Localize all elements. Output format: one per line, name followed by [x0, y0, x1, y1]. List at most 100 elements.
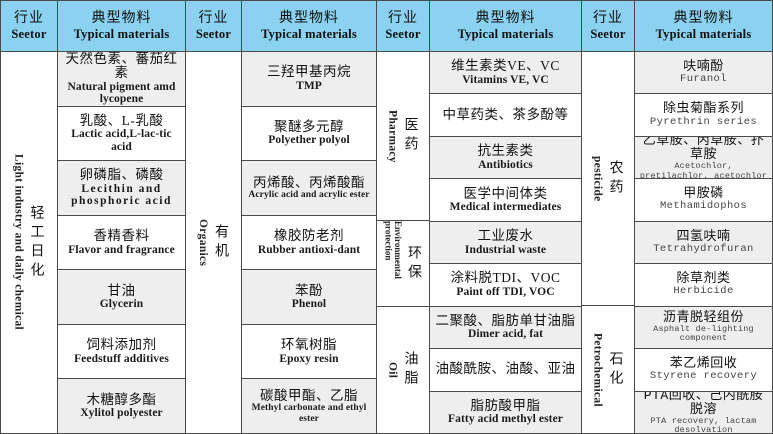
header-sector-cn: 行业	[593, 11, 623, 27]
header-sector-en: Seetor	[590, 26, 626, 41]
material-cell: 甘油 Glycerin	[58, 270, 185, 325]
material-cn: 碳酸甲酯、乙脂	[260, 387, 358, 403]
header-sector-en: Seetor	[11, 26, 47, 41]
materials-column-1: 典型物料 Typical materials 天然色素、蕃茄红素 Natural…	[57, 0, 185, 434]
material-en: Fatty acid methyl ester	[447, 413, 564, 426]
material-en: Glycerin	[99, 298, 144, 311]
sector-body-2: 有机 Organics	[185, 52, 241, 434]
sector-cn-light-industry: 轻工日化	[28, 204, 44, 281]
material-cn: 三羟甲基丙烷	[267, 64, 351, 80]
material-cn: PTA回收、己内酰胺脱溶	[643, 391, 764, 418]
material-en: Furanol	[680, 73, 727, 86]
material-cell: 三羟甲基丙烷 TMP	[242, 52, 376, 107]
sector-cn-pharmacy: 医药	[402, 117, 418, 156]
material-cell: 除草剂类 Herbicide	[635, 264, 772, 307]
material-en: TMP	[296, 79, 322, 92]
material-en: Flavor and fragrance	[68, 243, 175, 256]
sector-cn-pesticide: 农药	[607, 159, 623, 198]
material-cn: 除草剂类	[676, 271, 731, 287]
sector-cell-pesticide: 农药 pesticide	[582, 52, 634, 307]
material-cell: 除虫菊酯系列 Pyrethrin series	[635, 94, 772, 137]
material-cn: 香精香料	[93, 228, 150, 244]
material-cn: 涂料脱TDI、VOC	[450, 270, 561, 286]
sector-cn-organics: 有机	[213, 223, 228, 262]
material-cell: 苯乙烯回收 Styrene recovery	[635, 349, 772, 392]
header-materials-cn: 典型物料	[673, 11, 734, 27]
header-sector-2: 行业 Seetor	[185, 0, 241, 52]
material-cell: 维生素类VE、VC Vitamins VE, VC	[430, 52, 581, 95]
material-cell: 饲料添加剂 Feedstuff additives	[58, 324, 185, 380]
sector-en-petrochemical: Petrochemical	[591, 332, 604, 407]
materials-body-2: 三羟甲基丙烷 TMP 聚醚多元醇 Polyether polyol 丙烯酸、丙烯…	[241, 52, 376, 434]
material-en: Natural pigment amd lycopene	[67, 80, 176, 106]
header-sector-en: Seetor	[385, 26, 421, 41]
material-cell: 香精香料 Flavor and fragrance	[58, 215, 185, 271]
material-cn: 卵磷脂、磷酸	[79, 167, 164, 183]
material-cell: 苯酚 Phenol	[242, 270, 376, 325]
header-materials-en: Typical materials	[73, 26, 170, 41]
header-materials-en: Typical materials	[655, 26, 752, 41]
header-sector-cn: 行业	[388, 11, 418, 27]
material-en: Industrial waste	[464, 243, 547, 256]
sector-cn-petrochemical: 石化	[607, 350, 623, 389]
header-sector-1: 行业 Seetor	[0, 0, 57, 52]
materials-column-2: 典型物料 Typical materials 三羟甲基丙烷 TMP 聚醚多元醇 …	[241, 0, 376, 434]
material-cell: 碳酸甲酯、乙脂 Methyl carbonate and ethyl ester	[242, 379, 376, 434]
material-cell: 涂料脱TDI、VOC Paint off TDI, VOC	[430, 264, 581, 307]
material-en: Lactic acid,L-lac-tic acid	[71, 128, 172, 153]
material-cn: 二聚酸、脂肪单甘油脂	[435, 312, 576, 328]
material-cn: 工业废水	[477, 227, 534, 243]
sector-cn-oil: 油脂	[402, 350, 418, 389]
material-cell: 橡胶防老剂 Rubber antioxi-dant	[242, 215, 376, 271]
material-en: Acrylic acid and acrylic ester	[248, 190, 370, 201]
material-cn: 甘油	[107, 282, 136, 298]
material-cell: 沥青脱轻组份 Asphalt de-lighting component	[635, 306, 772, 350]
material-cn: 天然色素、蕃茄红素	[65, 52, 178, 81]
material-cn: 环氧树脂	[281, 337, 337, 353]
material-en: Feedstuff additives	[74, 352, 169, 365]
material-cell: 医学中间体类 Medical intermediates	[430, 179, 581, 222]
material-cn: 中草药类、茶多酚等	[442, 106, 569, 122]
sector-cell-pharmacy: 医药 Pharmacy	[377, 52, 429, 222]
material-cell: 油酸酰胺、油酸、亚油	[430, 349, 581, 392]
material-cell: 四氢呋喃 Tetrahydrofuran	[635, 221, 772, 265]
material-cell: 环氧树脂 Epoxy resin	[242, 324, 376, 380]
sector-en-environmental: Environmental protection	[383, 221, 403, 280]
material-cn: 抗生素类	[477, 143, 534, 159]
sector-en-pharmacy: Pharmacy	[386, 109, 399, 163]
material-cell: 中草药类、茶多酚等	[430, 94, 581, 137]
header-materials-1: 典型物料 Typical materials	[57, 0, 185, 52]
material-en: Herbicide	[673, 285, 734, 298]
header-sector-cn: 行业	[198, 11, 229, 27]
material-en: Medical intermediates	[449, 201, 562, 214]
material-cn: 油酸酰胺、油酸、亚油	[435, 361, 576, 377]
material-cell: 天然色素、蕃茄红素 Natural pigment amd lycopene	[58, 52, 185, 107]
material-en: Dimer acid, fat	[467, 328, 544, 341]
sector-column-1: 行业 Seetor 轻工日化 Light industry and daily …	[0, 0, 57, 434]
material-cn: 饲料添加剂	[86, 337, 157, 353]
sector-en-oil: Oil	[386, 361, 399, 378]
sector-column-2: 行业 Seetor 有机 Organics	[185, 0, 241, 434]
materials-body-1: 天然色素、蕃茄红素 Natural pigment amd lycopene 乳…	[57, 52, 185, 434]
material-cell: 抗生素类 Antibiotics	[430, 136, 581, 180]
material-en: Epoxy resin	[279, 352, 339, 365]
header-sector-cn: 行业	[14, 11, 44, 27]
material-cell: 聚醚多元醇 Polyether polyol	[242, 106, 376, 162]
material-cn: 呋喃酚	[683, 59, 724, 75]
material-en: Phenol	[291, 298, 327, 311]
material-cn: 木糖醇多酯	[86, 391, 157, 407]
material-cell: 卵磷脂、磷酸 Lecithin and phosphoric acid	[58, 161, 185, 216]
material-cell: 脂肪酸甲脂 Fatty acid methyl ester	[430, 391, 581, 433]
sector-cn-environmental: 环保	[405, 244, 421, 283]
sector-body-1: 轻工日化 Light industry and daily chemical	[0, 52, 57, 434]
sector-cell-oil: 油脂 Oil	[377, 306, 429, 433]
sector-column-4: 行业 Seetor 农药 pesticide 石化 Petrochemical	[581, 0, 634, 434]
material-cell: 二聚酸、脂肪单甘油脂 Dimer acid, fat	[430, 306, 581, 350]
material-en: Pyrethrin series	[649, 115, 758, 128]
material-cell: 乳酸、L-乳酸 Lactic acid,L-lac-tic acid	[58, 106, 185, 162]
header-sector-en: Seetor	[195, 26, 232, 41]
sector-cell-environmental: 环保 Environmental protection	[377, 221, 429, 307]
material-cn: 丙烯酸、丙烯酸酯	[253, 174, 365, 190]
material-cn: 除虫菊酯系列	[662, 101, 744, 117]
